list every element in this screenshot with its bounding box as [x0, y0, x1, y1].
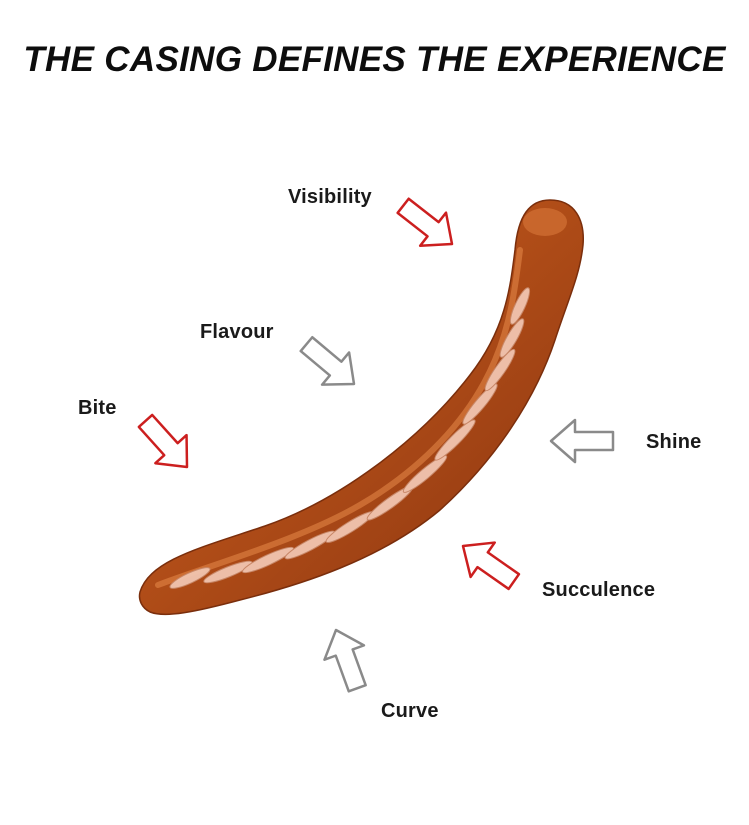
label-bite: Bite: [78, 397, 117, 419]
arrow-bite-icon: [128, 405, 204, 483]
label-flavour: Flavour: [200, 321, 274, 343]
label-visibility: Visibility: [288, 186, 372, 208]
label-curve: Curve: [381, 700, 439, 722]
grill-marks: [169, 287, 531, 589]
sausage-image: [138, 199, 584, 616]
label-shine: Shine: [646, 431, 702, 453]
label-succulence: Succulence: [542, 579, 656, 601]
arrow-succulence-icon: [449, 527, 528, 601]
diagram-title: THE CASING DEFINES THE EXPERIENCE: [23, 40, 726, 79]
arrow-flavour-icon: [291, 326, 369, 402]
arrow-visibility-icon: [388, 188, 467, 262]
arrow-shine-icon: [549, 418, 615, 464]
arrow-curve-icon: [315, 621, 379, 697]
